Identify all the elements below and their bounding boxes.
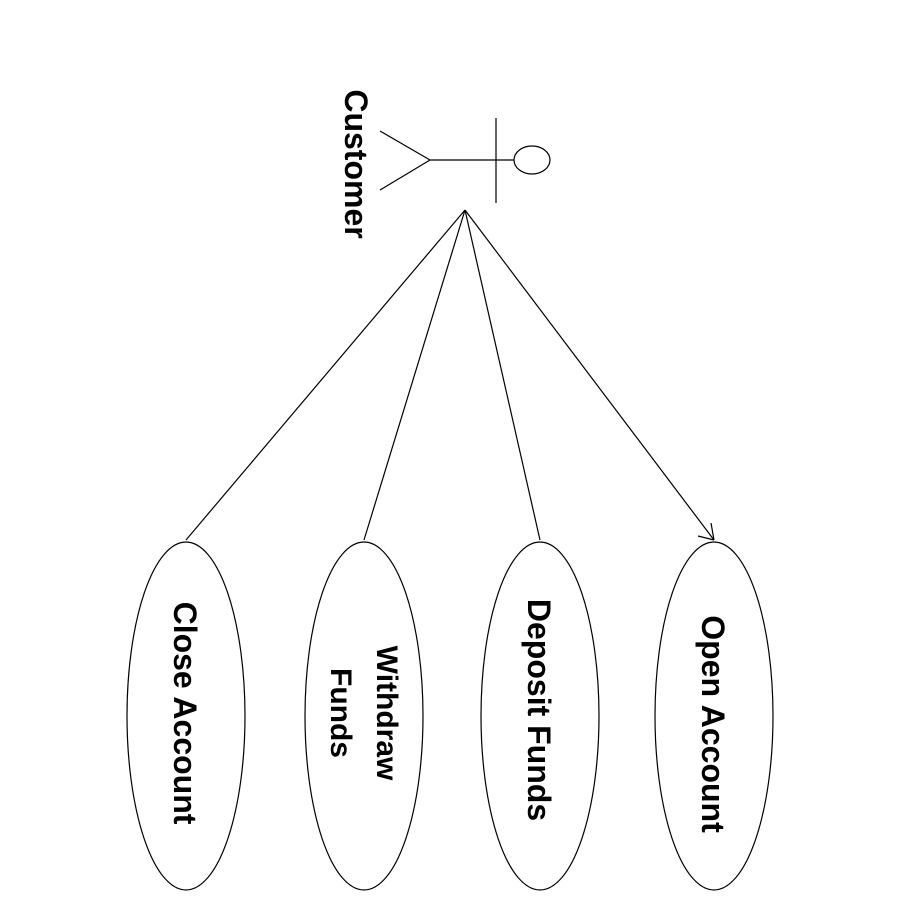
association-deposit-funds [464,209,541,541]
use-case-label-line-1: Withdraw [370,646,403,781]
use-case-close-account: Close Account [126,541,246,891]
use-case-deposit-funds: Deposit Funds [480,541,600,891]
actor-label: Customer [338,89,374,238]
actor-leg-bottom [379,159,431,191]
association-withdraw-funds [363,209,466,541]
actor-head-icon [513,145,551,175]
use-case-label-line-2: Funds [324,668,357,758]
use-case-open-account: Open Account [654,541,774,891]
association-close-account [185,209,466,541]
use-case-label: Open Account [695,615,731,833]
use-case-label: Deposit Funds [521,599,557,821]
actor-leg-top [379,130,431,161]
use-case-label: Close Account [167,602,203,825]
actor-figure [379,118,551,203]
associations [185,209,715,541]
association-open-account [464,209,715,541]
arrowhead-open-account [697,522,715,541]
use-case-withdraw-funds: Withdraw Funds [304,541,424,891]
